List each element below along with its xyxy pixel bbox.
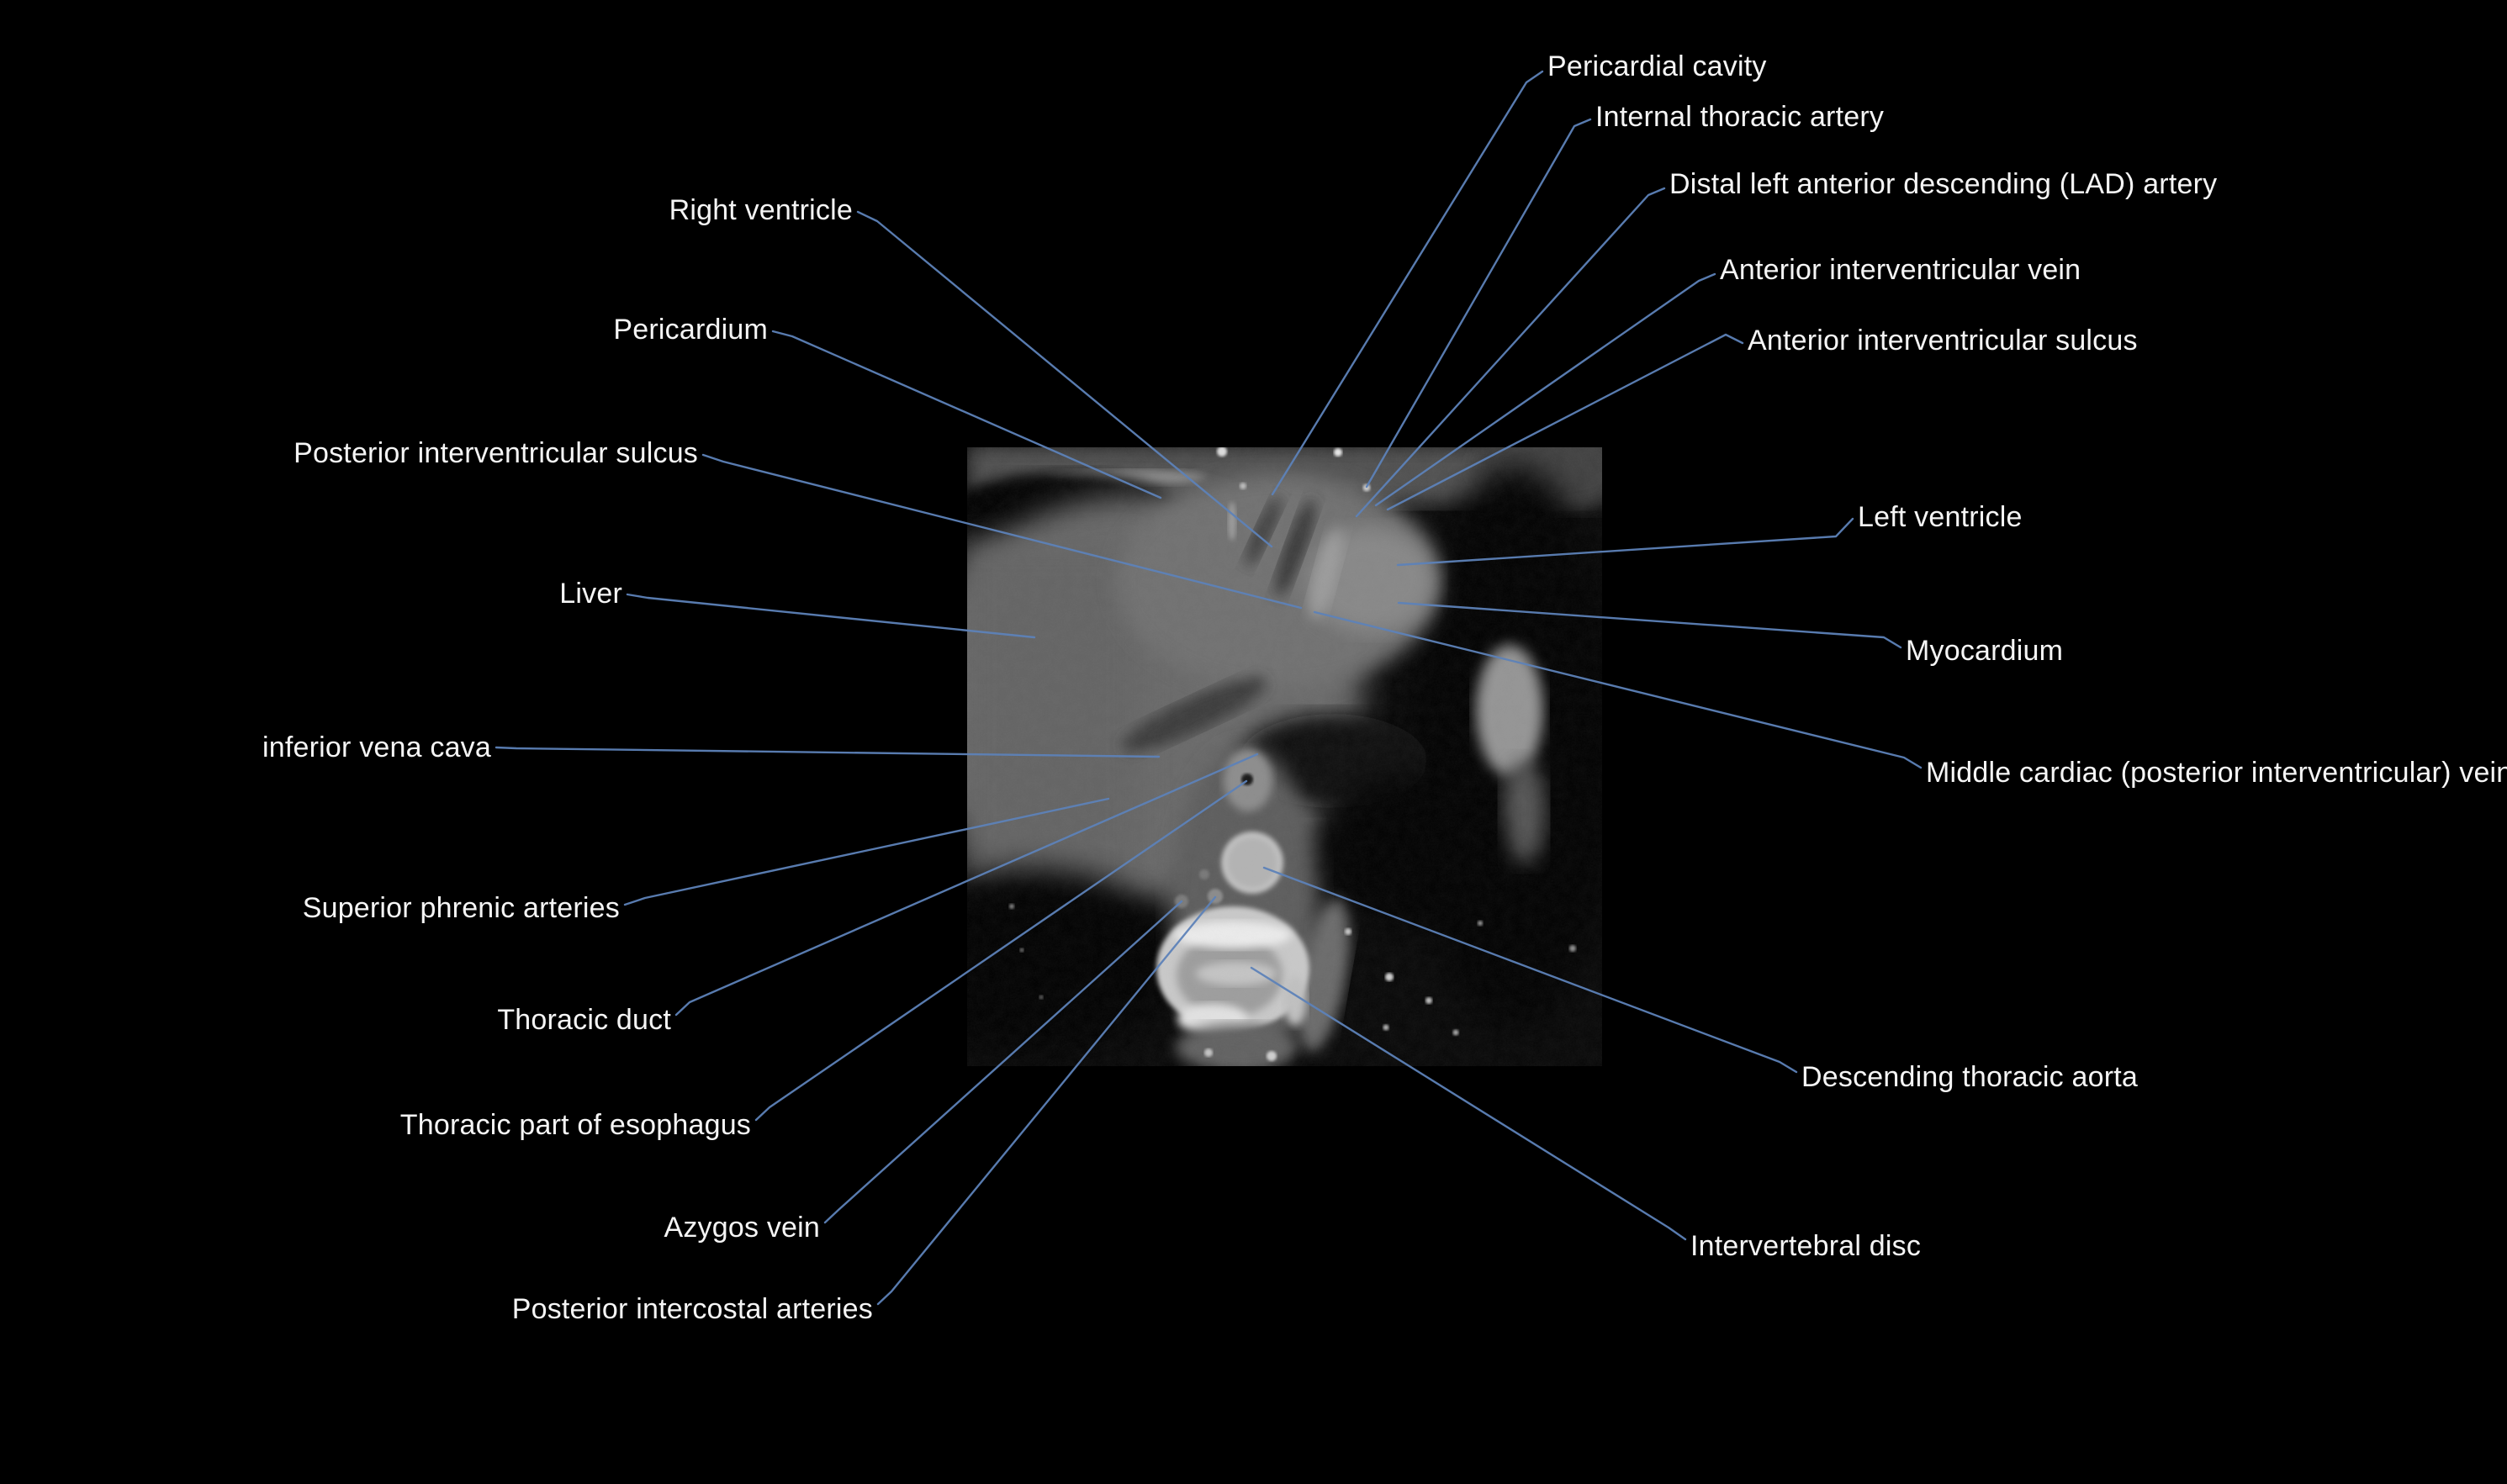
label-liver: Liver [559, 578, 622, 610]
label-anterior-interventricular-vein: Anterior interventricular vein [1720, 254, 2081, 286]
leader-line-middle-cardiac-vein [1313, 610, 1923, 769]
leader-lines-layer [495, 70, 1923, 1306]
leader-line-superior-phrenic-arteries [623, 797, 1110, 906]
label-pericardial-cavity: Pericardial cavity [1547, 50, 1767, 82]
label-posterior-intercostal-arteries: Posterior intercostal arteries [511, 1293, 873, 1325]
leader-line-internal-thoracic-artery [1365, 118, 1592, 489]
leader-line-right-ventricle [856, 210, 1273, 548]
label-pericardium: Pericardium [613, 314, 768, 346]
leader-line-descending-thoracic-aorta [1262, 866, 1798, 1074]
label-anterior-interventricular-sulcus: Anterior interventricular sulcus [1748, 325, 2138, 356]
label-azygos-vein: Azygos vein [664, 1212, 820, 1244]
leader-line-anterior-interventricular-vein [1374, 272, 1716, 507]
label-descending-thoracic-aorta: Descending thoracic aorta [1801, 1061, 2139, 1093]
leader-line-azygos-vein [823, 900, 1183, 1224]
leader-line-pericardium [771, 330, 1162, 499]
leader-line-thoracic-duct [674, 753, 1259, 1017]
leader-line-distal-lad-artery [1355, 187, 1666, 518]
label-left-ventricle: Left ventricle [1858, 501, 2023, 533]
ct-noise-fine [967, 447, 1602, 1066]
label-middle-cardiac-vein: Middle cardiac (posterior interventricul… [1926, 757, 2507, 789]
leader-line-posterior-interventricular-sulcus [701, 453, 1303, 610]
label-right-ventricle: Right ventricle [669, 194, 853, 226]
label-superior-phrenic-arteries: Superior phrenic arteries [302, 892, 620, 924]
label-thoracic-part-of-esophagus: Thoracic part of esophagus [399, 1109, 751, 1141]
leader-line-inferior-vena-cava [495, 746, 1161, 758]
leader-line-posterior-intercostal-arteries [876, 895, 1217, 1306]
leader-line-thoracic-part-of-esophagus [754, 779, 1248, 1122]
leader-line-anterior-interventricular-sulcus [1386, 333, 1744, 511]
leader-line-myocardium [1397, 601, 1902, 649]
label-inferior-vena-cava: inferior vena cava [262, 731, 491, 763]
leader-line-liver [626, 593, 1036, 639]
ct-scan-image [967, 447, 1602, 1066]
label-thoracic-duct: Thoracic duct [497, 1004, 671, 1036]
label-internal-thoracic-artery: Internal thoracic artery [1595, 101, 1885, 133]
label-myocardium: Myocardium [1906, 635, 2064, 667]
leader-line-pericardial-cavity [1271, 70, 1544, 496]
label-intervertebral-disc: Intervertebral disc [1690, 1230, 1922, 1262]
label-posterior-interventricular-sulcus: Posterior interventricular sulcus [294, 437, 698, 469]
leader-line-intervertebral-disc [1250, 966, 1687, 1241]
leader-line-left-ventricle [1396, 517, 1854, 567]
label-distal-lad-artery: Distal left anterior descending (LAD) ar… [1669, 168, 2218, 200]
